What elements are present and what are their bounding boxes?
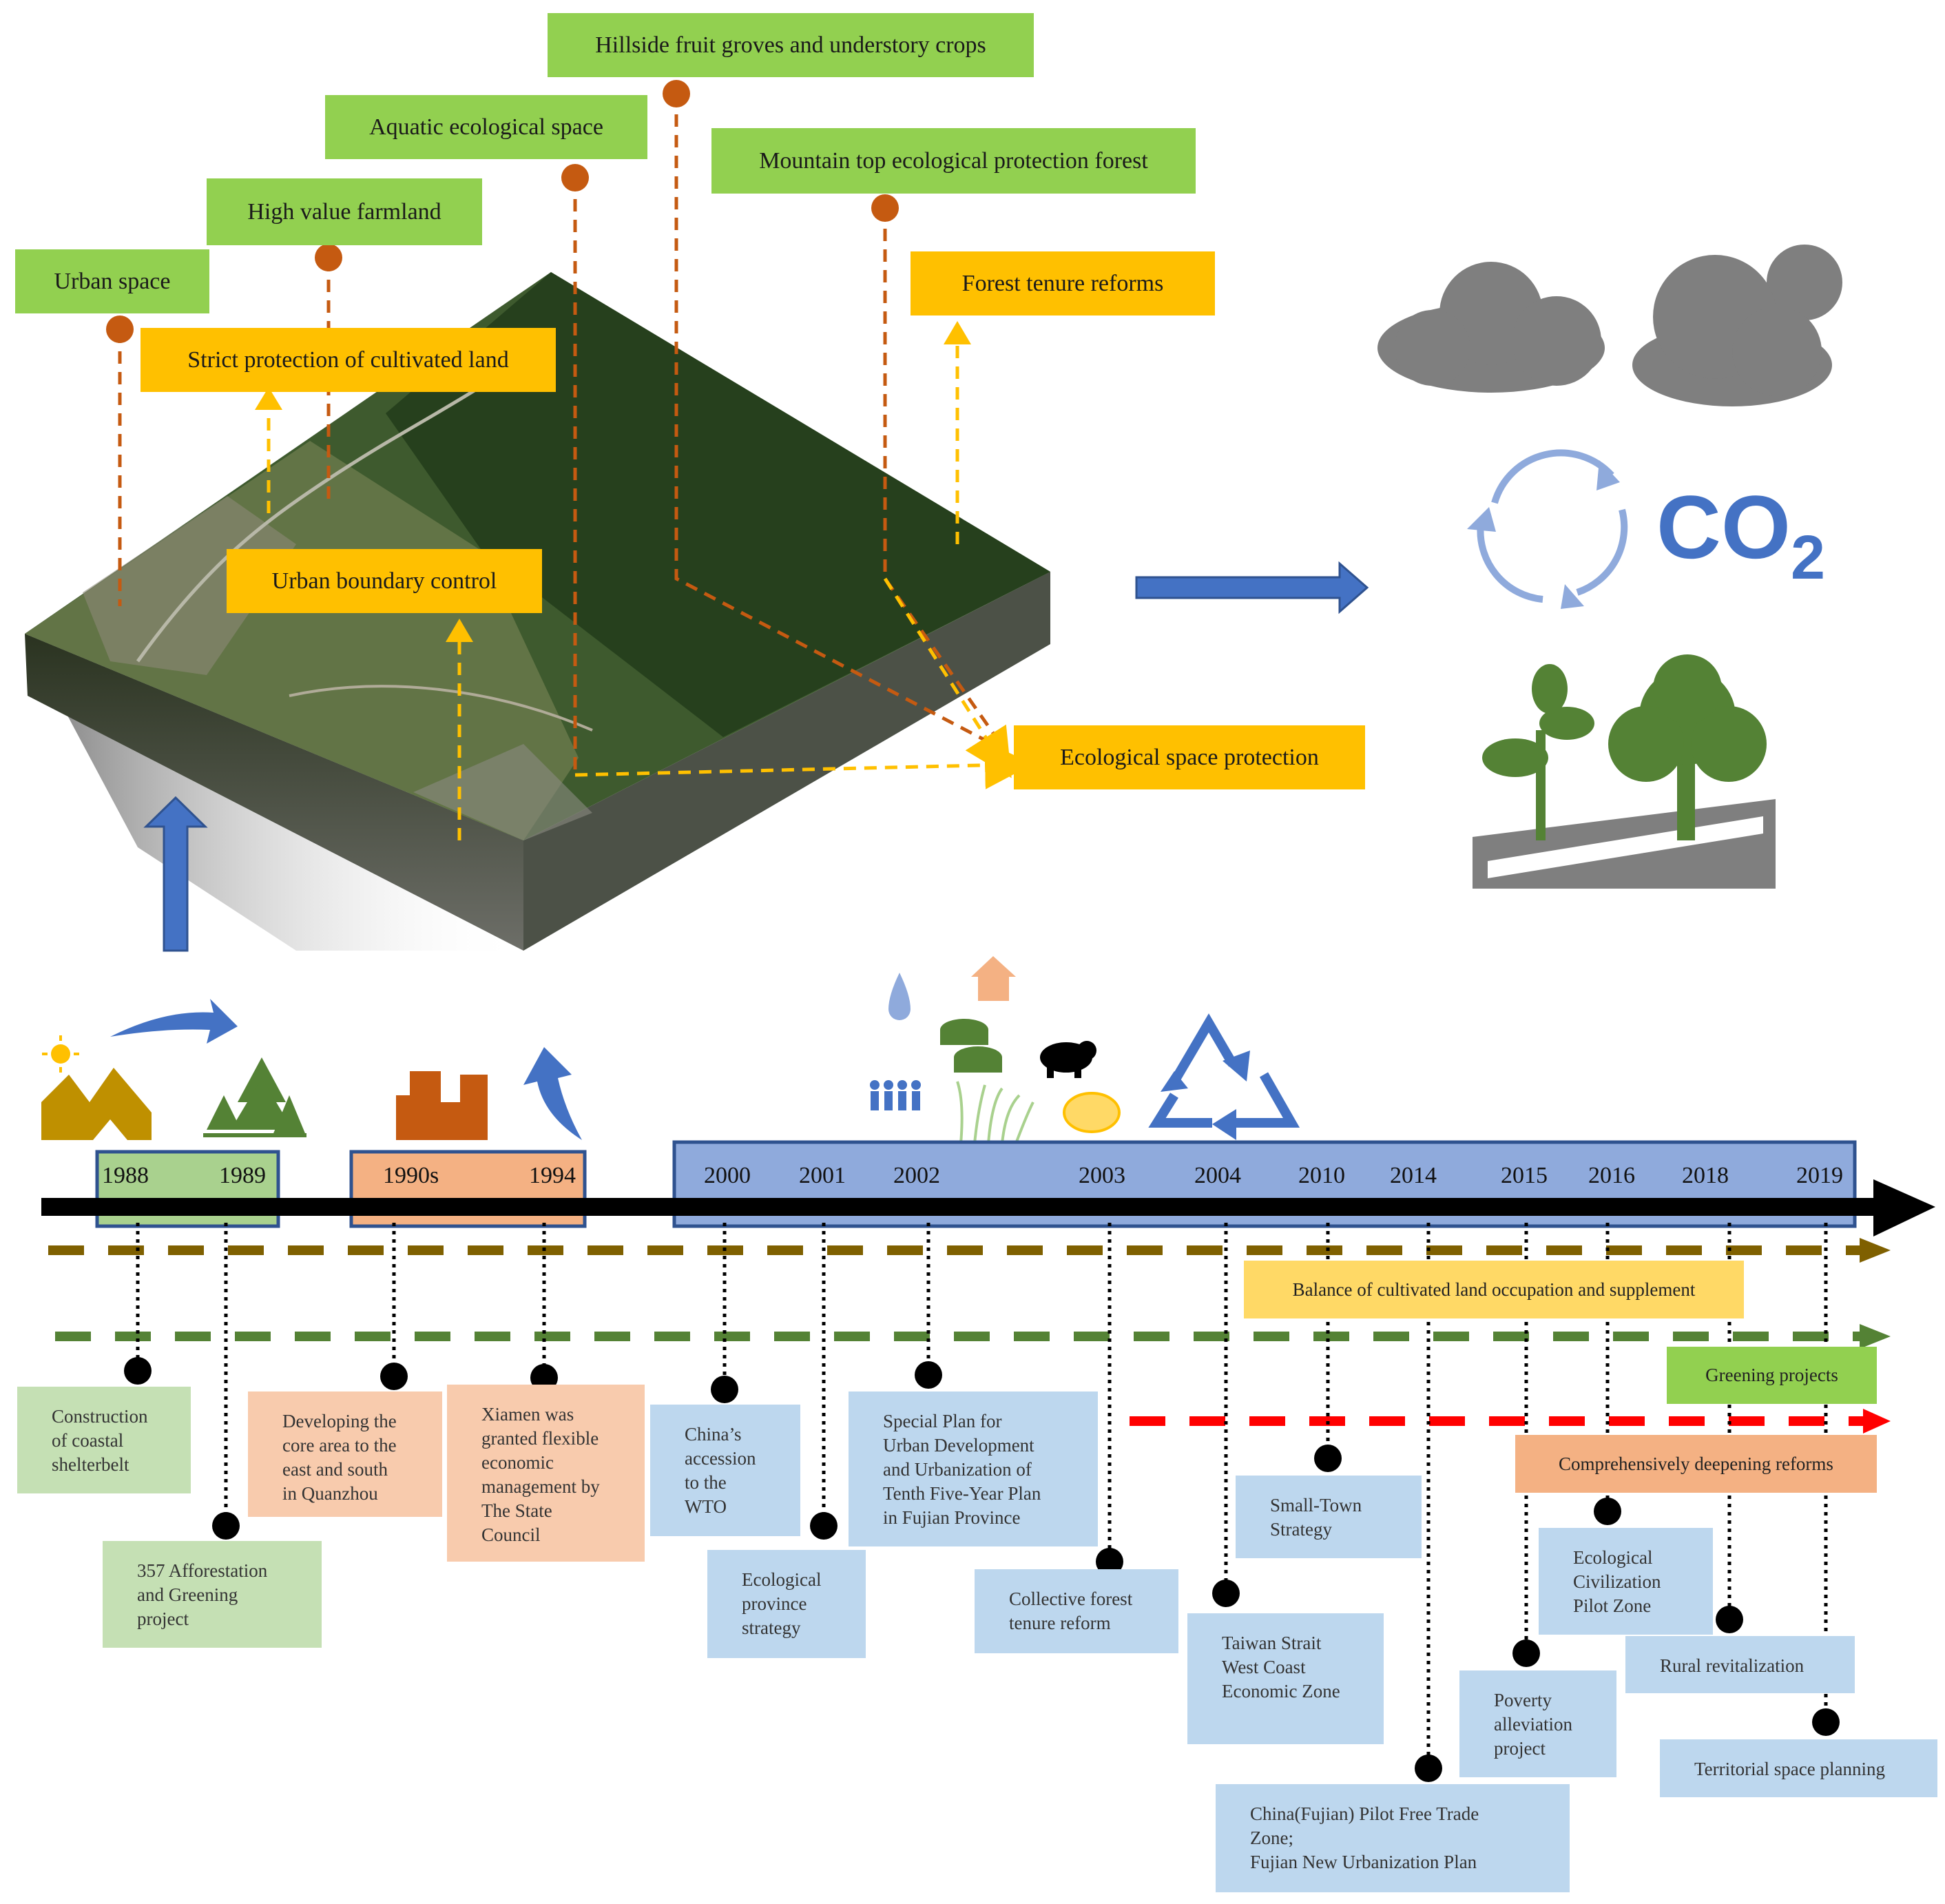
policy-arrowheads — [255, 321, 971, 642]
zone-label-mountain-top-forest: Mountain top ecological protection fores… — [711, 128, 1196, 194]
co2-label: CO2 — [1656, 482, 1825, 589]
band-balance-cultivated-land: Balance of cultivated land occupation an… — [1244, 1261, 1744, 1318]
buildings-icon — [396, 1071, 488, 1140]
terrain-road-2 — [289, 685, 593, 732]
water-drop-icon — [888, 973, 911, 1020]
cycle-arrows-icon — [1477, 449, 1628, 603]
zone-label-urban-space: Urban space — [15, 249, 209, 313]
red-arrowhead — [1863, 1409, 1891, 1434]
leader-dot — [315, 244, 342, 271]
year-label: 2015 — [1501, 1163, 1548, 1188]
policy-arrows — [267, 344, 1033, 840]
cloud-sun-icon — [1632, 245, 1842, 406]
terrain-road — [136, 384, 483, 663]
year-label: 2004 — [1194, 1163, 1241, 1188]
year-label: 2014 — [1390, 1163, 1437, 1188]
event-territorial-space-planning: Territorial space planning — [1660, 1739, 1937, 1797]
terrain-village-2 — [413, 744, 592, 840]
year-label: 2016 — [1588, 1163, 1635, 1188]
year-label: 2018 — [1682, 1163, 1729, 1188]
event-rural-revitalization: Rural revitalization — [1625, 1636, 1855, 1693]
coins-icon — [940, 1019, 1002, 1073]
policy-label-cultivated-land: Strict protection of cultivated land — [141, 328, 556, 392]
terrain-shadow — [28, 641, 523, 951]
year-label: 1989 — [219, 1163, 266, 1188]
leader-dot — [871, 194, 899, 222]
leader-dot — [106, 315, 134, 343]
event-ecological-province: Ecological province strategy — [707, 1550, 866, 1658]
event-quanzhou-core-area: Developing the core area to the east and… — [248, 1391, 442, 1517]
year-label: 1990s — [383, 1163, 439, 1188]
arrowhead-up — [255, 387, 282, 410]
event-wto-accession: China’s accession to the WTO — [650, 1405, 800, 1536]
year-label: 2000 — [704, 1163, 751, 1188]
leader-dot — [561, 164, 589, 192]
right-arrow — [1135, 561, 1369, 614]
co2-subscript: 2 — [1791, 524, 1826, 592]
zone-label-hillside-fruit-groves: Hillside fruit groves and understory cro… — [548, 13, 1034, 77]
recycle-arrowheads — [1161, 1051, 1250, 1140]
green-arrowhead — [1860, 1324, 1891, 1349]
event-357-afforestation: 357 Afforestation and Greening project — [103, 1541, 322, 1648]
grass-icon — [954, 1081, 1037, 1145]
co2-text: CO — [1656, 477, 1791, 577]
band-greening-projects: Greening projects — [1667, 1347, 1877, 1404]
terrain-left-side — [25, 634, 523, 951]
event-pilot-free-trade-zone: China(Fujian) Pilot Free Trade Zone; Fuj… — [1216, 1784, 1570, 1892]
zone-label-high-value-farmland: High value farmland — [207, 178, 482, 245]
up-arrow — [143, 796, 208, 952]
event-xiamen-flexible-management: Xiamen was granted flexible economic man… — [447, 1385, 645, 1562]
taco-icon — [1063, 1092, 1121, 1133]
event-west-coast-economic-zone: Taiwan Strait West Coast Economic Zone — [1187, 1613, 1384, 1744]
year-label: 2003 — [1079, 1163, 1125, 1188]
year-label: 2019 — [1796, 1163, 1843, 1188]
event-collective-forest-tenure: Collective forest tenure reform — [975, 1569, 1178, 1653]
leader-dot — [663, 80, 690, 107]
year-label: 1994 — [529, 1163, 576, 1188]
panda-icon — [1040, 1041, 1096, 1078]
zone-leaders — [118, 94, 1008, 772]
policy-label-ecological-space: Ecological space protection — [1014, 725, 1365, 789]
curved-arrow-up-icon — [523, 1047, 582, 1140]
zone-label-aquatic-ecological-space: Aquatic ecological space — [325, 95, 647, 159]
plant-tree-icon — [1473, 654, 1776, 889]
zone-leader-dots — [106, 80, 899, 343]
sun-icon — [42, 1035, 79, 1073]
event-poverty-alleviation: Poverty alleviation project — [1459, 1670, 1616, 1777]
event-coastal-shelterbelt: Construction of coastal shelterbelt — [17, 1387, 191, 1493]
year-label: 2010 — [1298, 1163, 1345, 1188]
recycle-icon — [1148, 1013, 1300, 1128]
year-label: 2001 — [799, 1163, 846, 1188]
event-special-plan-urban: Special Plan for Urban Development and U… — [849, 1391, 1098, 1546]
cycle-arrowheads — [1467, 460, 1620, 609]
timeline-arrowhead — [1873, 1179, 1935, 1236]
cloud-icon — [1377, 262, 1605, 393]
year-label: 1988 — [102, 1163, 149, 1188]
mountain-icon — [41, 1068, 152, 1140]
house-icon — [971, 956, 1016, 1001]
people-icon — [870, 1080, 921, 1110]
year-label: 2002 — [893, 1163, 940, 1188]
band-deepening-reforms: Comprehensively deepening reforms — [1515, 1435, 1877, 1493]
arrowhead-up — [944, 321, 971, 344]
brown-arrowhead — [1860, 1238, 1891, 1263]
event-ecological-civilization-pilot: Ecological Civilization Pilot Zone — [1539, 1528, 1713, 1635]
policy-label-forest-tenure: Forest tenure reforms — [911, 251, 1215, 315]
event-small-town-strategy: Small-Town Strategy — [1236, 1476, 1422, 1558]
curved-arrow-icon — [110, 999, 238, 1044]
terrain-right-side — [523, 572, 1050, 951]
arrowhead-up — [446, 619, 473, 642]
policy-label-urban-boundary: Urban boundary control — [227, 549, 542, 613]
trees-icon — [203, 1057, 306, 1137]
